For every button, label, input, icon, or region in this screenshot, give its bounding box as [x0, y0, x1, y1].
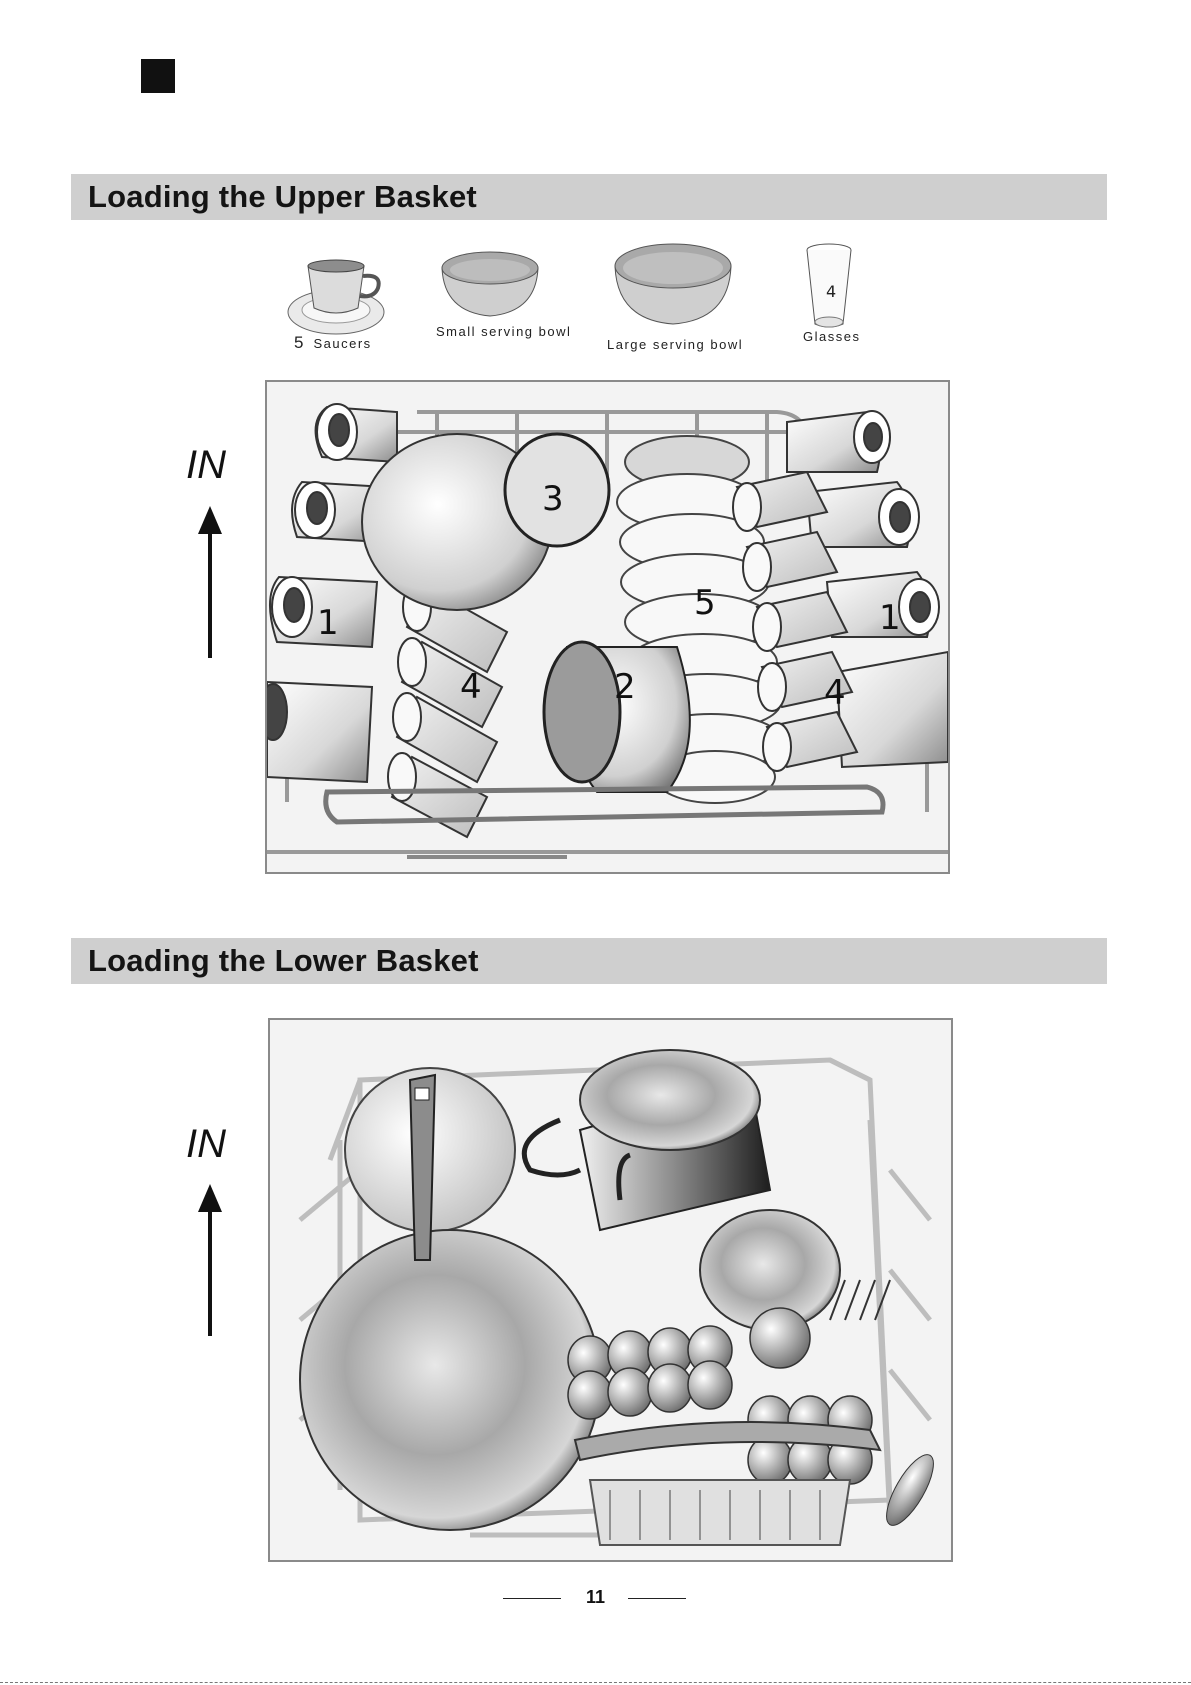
large-serving-bowl-icon: [611, 240, 735, 328]
page-number: 11: [0, 1587, 1191, 1608]
callout-saucers: 5: [694, 583, 716, 623]
callout-small-bowl: 2: [614, 667, 636, 707]
callout-cups-right: 1: [879, 598, 901, 638]
saucers-text: Saucers: [313, 336, 371, 351]
lower-in-arrow-icon: [196, 1184, 224, 1336]
callout-large-bowl: 3: [542, 479, 564, 519]
upper-basket-illustration: 1 1 4 4 2 3 5: [265, 380, 950, 874]
upper-in-label: IN: [186, 443, 226, 488]
glass-number: 4: [826, 282, 836, 301]
small-serving-bowl-icon: [438, 248, 542, 320]
upper-basket-title: Loading the Upper Basket: [88, 179, 477, 215]
page-edge-dashed-line: [0, 1682, 1191, 1683]
callout-cups-left: 1: [317, 603, 339, 643]
callout-glasses-right: 4: [824, 673, 846, 713]
saucers-label: 5 Saucers: [294, 333, 372, 353]
saucers-number: 5: [294, 333, 303, 352]
lower-basket-illustration: [268, 1018, 953, 1562]
glasses-label: Glasses: [803, 329, 860, 344]
lower-basket-title: Loading the Lower Basket: [88, 943, 479, 979]
lower-basket-header: Loading the Lower Basket: [71, 938, 1107, 984]
section-marker-square: [141, 59, 175, 93]
upper-in-arrow-icon: [196, 506, 224, 658]
callout-glasses-left: 4: [460, 667, 482, 707]
small-bowl-label: Small serving bowl: [436, 324, 571, 339]
upper-basket-header: Loading the Upper Basket: [71, 174, 1107, 220]
glass-icon: 4: [803, 242, 855, 332]
page-number-rule-right: [628, 1598, 686, 1599]
cup-saucer-icon: [286, 258, 394, 336]
large-bowl-label: Large serving bowl: [607, 337, 743, 352]
lower-in-label: IN: [186, 1122, 226, 1167]
